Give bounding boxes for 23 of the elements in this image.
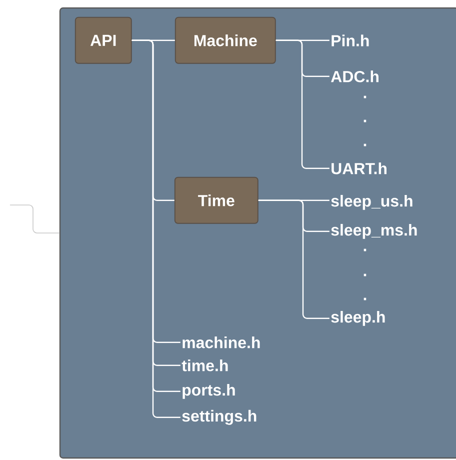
file-label: UART.h — [332, 162, 386, 174]
file-label: sleep_ms.h — [331, 224, 417, 239]
ellipsis-dot: . — [364, 298, 366, 300]
ellipsis-dot: . — [364, 96, 366, 98]
connector-line — [10, 204, 60, 234]
module-box: Time — [174, 176, 258, 224]
file-label: sleep.h — [331, 310, 385, 326]
panel-background — [59, 7, 456, 459]
module-box: Machine — [174, 16, 276, 64]
connector-line — [276, 40, 330, 169]
file-label: time.h — [182, 360, 228, 372]
ellipsis-dot: . — [364, 248, 366, 252]
file-label: machine.h — [182, 336, 260, 348]
ellipsis-dot: . — [364, 120, 366, 122]
file-label: settings.h — [182, 410, 256, 425]
file-label: sleep_us.h — [331, 194, 412, 210]
connector-line — [258, 200, 330, 319]
module-box: API — [74, 16, 132, 64]
ellipsis-dot: . — [364, 274, 366, 276]
file-label: Pin.h — [332, 34, 369, 46]
file-label: ports.h — [182, 384, 235, 399]
file-label: ADC.h — [331, 70, 378, 82]
ellipsis-dot: . — [364, 144, 366, 146]
